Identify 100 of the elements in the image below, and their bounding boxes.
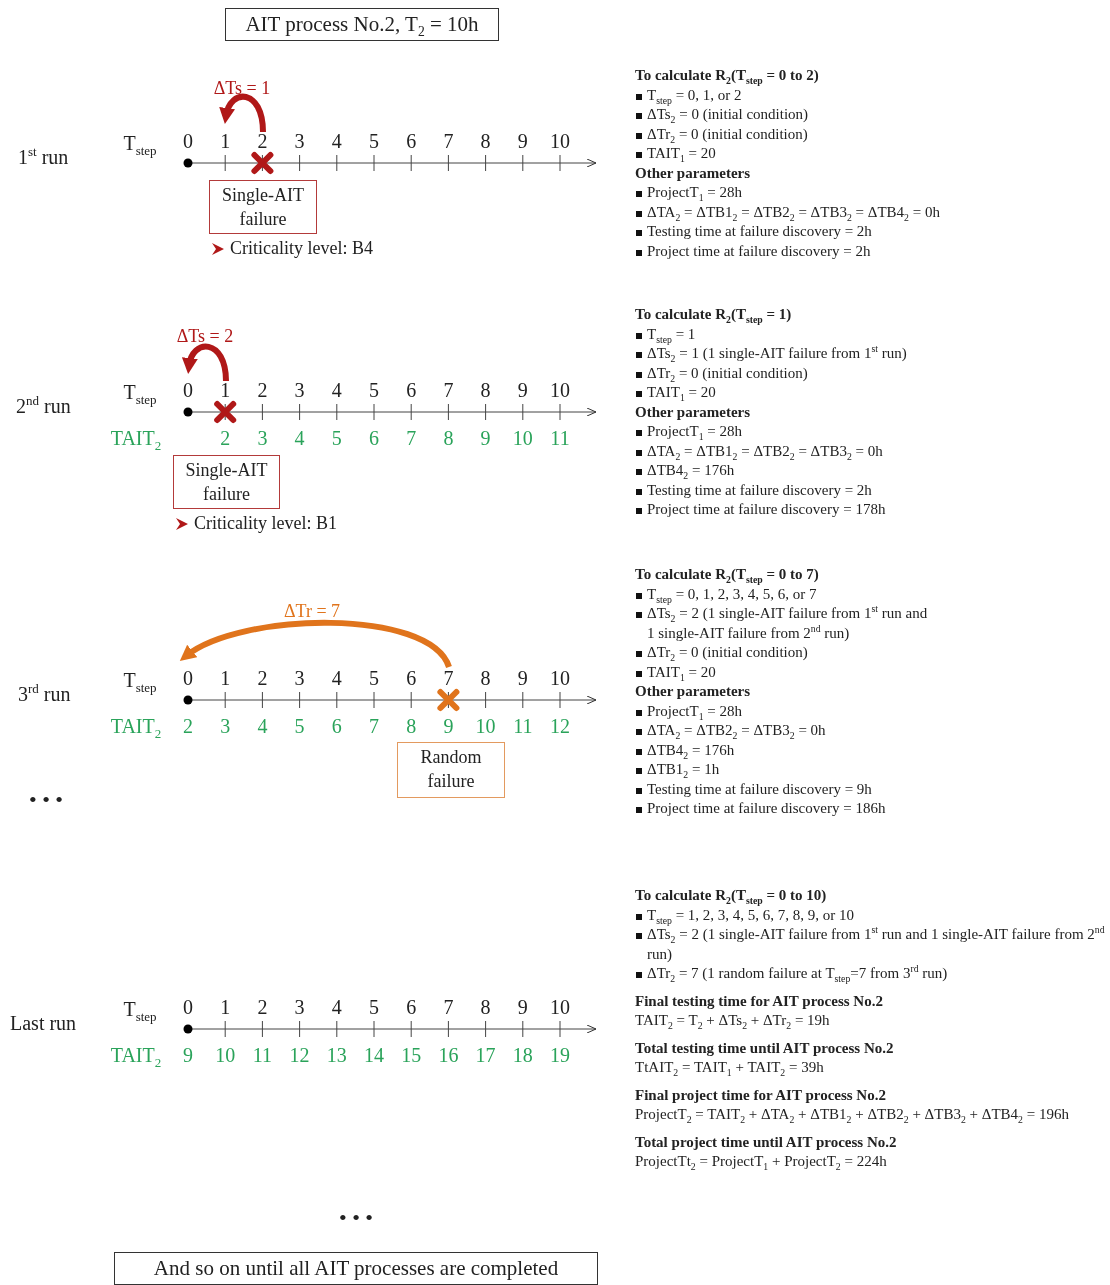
section-heading: Total project time until AIT process No.2 — [635, 1132, 898, 1152]
tick-label: 10 — [215, 1044, 236, 1066]
tick-label: 4 — [331, 130, 342, 152]
bullet-item: ΔTB4$_{2}$ = 176h — [635, 461, 1105, 481]
axis-label: TAIT$_{2}$ — [110, 427, 162, 449]
tick-label: 6 — [406, 667, 417, 689]
tick-label: 8 — [480, 667, 491, 689]
tick-label: 2 — [183, 715, 193, 737]
tick-label: 5 — [369, 379, 379, 401]
tick-label: 7 — [406, 427, 417, 449]
tick-label: 2 — [257, 379, 268, 401]
run-label: Last run — [10, 1012, 77, 1034]
tick-label: 1 — [220, 667, 231, 689]
tick-label: 2 — [220, 427, 231, 449]
bullet-item: ΔTA$_{2}$ = ΔTB1$_{2}$ = ΔTB2$_{2}$ = ΔTB3$_{2}$ = ΔTB4$_{2}$ = 0h — [635, 202, 1105, 222]
bullet-item: Project time at failure discovery = 178h — [635, 500, 1105, 520]
bullet-item: TAIT$_{1}$ = 20 — [635, 144, 1105, 164]
tick-label: 4 — [331, 379, 342, 401]
tick-label: 3 — [257, 427, 268, 449]
tick-label: 9 — [443, 715, 454, 737]
tick-label: 10 — [550, 379, 570, 401]
tick-label: 7 — [443, 379, 454, 401]
tick-label: 10 — [512, 427, 533, 449]
tick-label: 6 — [406, 130, 417, 152]
tick-label: 8 — [480, 130, 491, 152]
tick-label: 7 — [443, 130, 454, 152]
section-heading: Other parameters — [635, 402, 752, 422]
tick-label: 1 — [220, 996, 231, 1018]
tick-label: 9 — [480, 427, 491, 449]
bullet-item: ΔTr$_{2}$ = 7 (1 random failure at T$_{step}$=7 from 3$^{rd}$ run) — [635, 964, 1105, 984]
tick-label: 2 — [257, 667, 268, 689]
tick-label: 19 — [550, 1044, 570, 1066]
bullet-item: ΔTs$_{2}$ = 2 (1 single-AIT failure from 1$^{st}$ run and 1 single-AIT failure from 2$^{nd}$ run) — [635, 604, 935, 643]
axis-label: TAIT$_{2}$ — [110, 1044, 162, 1066]
tick-label: 0 — [183, 379, 193, 401]
bullet-item: ΔTr$_{2}$ = 0 (initial condition) — [635, 124, 1105, 144]
tick-label: 9 — [517, 130, 528, 152]
tick-label: 5 — [369, 996, 379, 1018]
bullet-item: T$_{step}$ = 0, 1, 2, 3, 4, 5, 6, or 7 — [635, 584, 935, 604]
run-label: 2$^{nd}$ run — [16, 395, 71, 417]
tick-label: 7 — [443, 667, 454, 689]
tick-label: 4 — [294, 427, 305, 449]
failure-box: Random failure — [397, 742, 505, 798]
bullet-item: ΔTr$_{2}$ = 0 (initial condition) — [635, 643, 935, 663]
tick-label: 8 — [480, 996, 491, 1018]
section-heading: Other parameters — [635, 682, 752, 701]
run-label: 3$^{rd}$ run — [18, 683, 71, 705]
bullet-item: Testing time at failure discovery = 2h — [635, 222, 1105, 242]
tick-label: 5 — [331, 427, 342, 449]
formula-text: ProjectT$_{2}$ = TAIT$_{2}$ + ΔTA$_{2}$ + ΔTB1$_{2}$ + ΔTB2$_{2}$ + ΔTB3$_{2}$ + ΔTB4$_{2}$ = 196h — [635, 1105, 1070, 1125]
section-heading: Total testing time until AIT process No.2 — [635, 1038, 895, 1058]
tick-label: 10 — [550, 667, 570, 689]
tick-label: 9 — [517, 667, 528, 689]
tick-label: 11 — [550, 427, 570, 449]
tick-label: 15 — [401, 1044, 422, 1066]
tick-label: 3 — [294, 379, 305, 401]
tick-label: 5 — [369, 130, 379, 152]
bullet-item: ProjectT$_{1}$ = 28h — [635, 701, 935, 721]
tick-label: 18 — [512, 1044, 533, 1066]
bullet-item: T$_{step}$ = 1, 2, 3, 4, 5, 6, 7, 8, 9, or 10 — [635, 905, 1105, 925]
arrow-label: ΔTr = 7 — [283, 602, 341, 622]
tick-label: 16 — [438, 1044, 459, 1066]
bullet-item: ΔTA$_{2}$ = ΔTB2$_{2}$ = ΔTB3$_{2}$ = 0h — [635, 721, 935, 741]
bullet-item: ΔTr$_{2}$ = 0 (initial condition) — [635, 363, 1105, 383]
tick-label: 2 — [257, 996, 268, 1018]
tick-label: 7 — [369, 715, 379, 737]
bullet-item: T$_{step}$ = 1 — [635, 324, 1105, 344]
criticality-text: Criticality level: B1 — [194, 514, 337, 534]
section-heading: Final project time for AIT process No.2 — [635, 1085, 887, 1105]
tick-label: 4 — [257, 715, 268, 737]
criticality-text: Criticality level: B4 — [230, 239, 373, 259]
tick-label: 2 — [257, 130, 268, 152]
tick-label: 0 — [183, 667, 193, 689]
tick-label: 7 — [443, 996, 454, 1018]
tick-label: 9 — [517, 996, 528, 1018]
bullet-item: ΔTA$_{2}$ = ΔTB1$_{2}$ = ΔTB2$_{2}$ = ΔTB3$_{2}$ = 0h — [635, 441, 1105, 461]
section-heading: To calculate R$_{2}$(T$_{step}$ = 0 to 2) — [635, 66, 820, 86]
tick-label: 8 — [406, 715, 417, 737]
tick-label: 9 — [183, 1044, 193, 1066]
ellipsis: • • • — [338, 1205, 374, 1231]
bullet-item: TAIT$_{1}$ = 20 — [635, 383, 1105, 403]
bullet-item: Testing time at failure discovery = 2h — [635, 480, 1105, 500]
tick-label: 1 — [220, 379, 231, 401]
tick-label: 3 — [294, 667, 305, 689]
tick-label: 17 — [475, 1044, 496, 1066]
bullet-item: TAIT$_{1}$ = 20 — [635, 662, 935, 682]
tick-label: 11 — [252, 1044, 272, 1066]
tick-label: 6 — [406, 996, 417, 1018]
title-box: AIT process No.2, T$_{2}$ = 10h — [225, 8, 499, 41]
failure-box: Single-AIT failure — [173, 455, 280, 509]
tick-label: 0 — [183, 996, 193, 1018]
tick-label: 5 — [294, 715, 305, 737]
bullet-item: Project time at failure discovery = 2h — [635, 241, 1105, 261]
bullet-item: T$_{step}$ = 0, 1, or 2 — [635, 85, 1105, 105]
tick-label: 8 — [480, 379, 491, 401]
formula-text: ProjectTt$_{2}$ = ProjectT$_{1}$ + ProjectT$_{2}$ = 224h — [635, 1152, 888, 1172]
tick-label: 5 — [369, 667, 379, 689]
bullet-item: Project time at failure discovery = 186h — [635, 799, 935, 819]
axis-label: TAIT$_{2}$ — [110, 715, 162, 737]
tick-label: 6 — [406, 379, 417, 401]
